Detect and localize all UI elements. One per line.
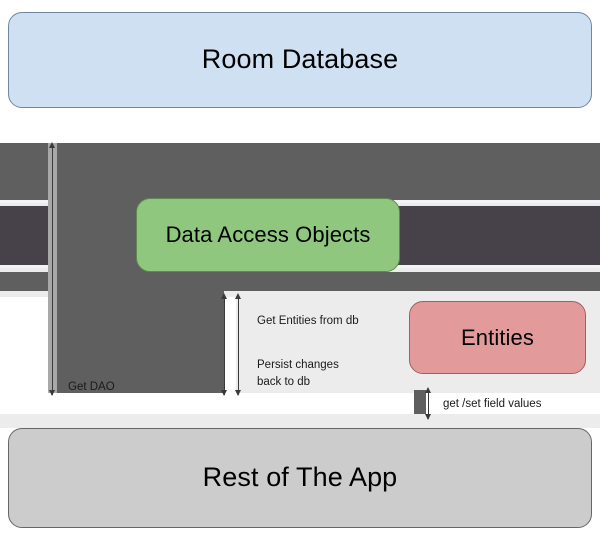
strip-above-app <box>0 414 600 428</box>
connector-dao-traffic-arrowhead-top-b <box>235 293 241 299</box>
connector-get-set-arrowhead-top <box>425 387 431 393</box>
node-room-database[interactable]: Room Database <box>8 12 592 108</box>
connector-dao-traffic-arrowhead-bottom-b <box>235 390 241 396</box>
gray-stub-entities <box>414 390 426 414</box>
connector-get-set-arrowhead-bottom <box>425 414 431 420</box>
connector-get-entities-from-db-label: Get Entities from db <box>257 315 359 327</box>
node-entities[interactable]: Entities <box>409 301 586 374</box>
node-entities-label: Entities <box>461 324 534 350</box>
node-data-access-objects-label: Data Access Objects <box>165 222 371 248</box>
connector-get-dao-shaft <box>52 146 54 395</box>
connector-get-dao-arrowhead-bottom <box>49 390 55 396</box>
connector-dao-traffic-shaft-b <box>238 297 240 395</box>
gray-arrow-shaft-left <box>48 143 57 393</box>
connector-dao-traffic-arrowhead-bottom-a <box>221 390 227 396</box>
node-data-access-objects[interactable]: Data Access Objects <box>136 198 400 272</box>
connector-dao-traffic-arrowhead-top-a <box>221 293 227 299</box>
connector-get-dao-label: Get DAO <box>68 381 115 393</box>
connector-get-set-shaft <box>428 391 430 419</box>
node-rest-of-app-label: Rest of The App <box>202 462 398 493</box>
connector-get-dao-arrowhead-top <box>49 142 55 148</box>
connector-dao-traffic-shaft-a <box>224 297 226 395</box>
gray-band-tail <box>0 291 600 297</box>
gray-band-lower <box>0 272 600 291</box>
node-room-database-label: Room Database <box>201 44 399 75</box>
connector-get-set-field-values-label: get /set field values <box>443 398 542 410</box>
node-rest-of-app[interactable]: Rest of The App <box>8 428 592 528</box>
connector-persist-changes-label: Persist changes back to db <box>257 359 339 388</box>
gray-band-upper <box>0 143 600 200</box>
gray-column-upper-wide <box>57 143 600 200</box>
